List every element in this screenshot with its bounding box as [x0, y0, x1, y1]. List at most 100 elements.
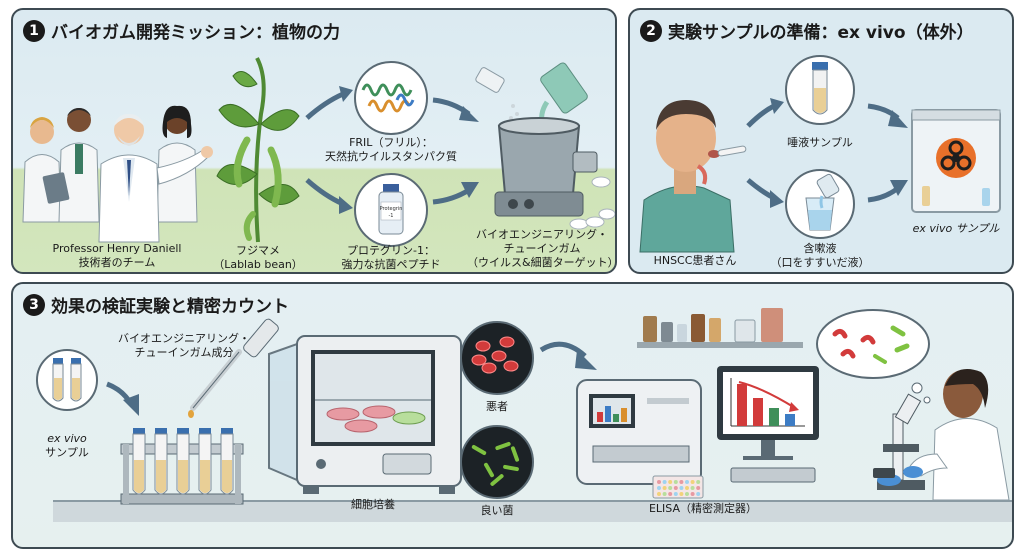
- plate-well: [679, 480, 684, 484]
- step-number-badge: 3: [23, 293, 45, 316]
- bad-bacterium: [499, 336, 515, 348]
- panel-title-text: 効果の検証実験と精密カウント: [51, 297, 289, 317]
- plate-well: [657, 492, 661, 496]
- plant-latin-name: （Lablab bean）: [213, 258, 303, 271]
- team-role: 技術者のチーム: [78, 256, 156, 269]
- plate-well: [662, 480, 667, 484]
- protegrin-caption: プロテグリン-1： 強力な抗菌ペプチド: [319, 244, 463, 272]
- plate-well: [673, 486, 678, 490]
- panel-sample-preparation: 2 実験サンプルの準備：ex vivo（体外） HNSCC患者さん 唾液サンプル…: [628, 8, 1014, 274]
- tube-cap: [199, 428, 211, 434]
- scientists-team-illustration: [22, 105, 213, 243]
- biohazard-icon: [940, 140, 972, 171]
- plate-well: [668, 480, 673, 484]
- panel-title: 3 効果の検証実験と精密カウント: [23, 292, 289, 317]
- gum-mixer-illustration: [475, 62, 615, 230]
- team-name: Professor Henry Daniell: [52, 242, 182, 255]
- vial-label-line2: -1: [389, 213, 394, 219]
- patient-caption: HNSCC患者さん: [653, 254, 737, 267]
- technician-figure: [873, 369, 1010, 501]
- saliva-caption: 唾液サンプル: [787, 136, 853, 149]
- exvivo-tubes-title: ex vivo: [47, 432, 87, 445]
- pipette-icon: [188, 318, 279, 418]
- plant-name: フジマメ: [236, 244, 280, 257]
- bad-bacteria-group: [471, 336, 519, 374]
- arrow-tubes-to-rack: [106, 381, 139, 416]
- plate-well: [685, 492, 689, 496]
- plate-well: [696, 486, 701, 490]
- bad-bacterium: [471, 354, 487, 366]
- rinse-name: 含嗽液: [803, 242, 837, 255]
- step-number-badge: 1: [23, 19, 45, 42]
- panel-title: 1 バイオガム開発ミッション：植物の力: [23, 18, 340, 43]
- plate-well: [668, 486, 673, 490]
- tube-liquid: [222, 460, 232, 493]
- component-name-line2: チューインガム成分: [134, 346, 234, 359]
- bad-bacterium: [475, 340, 491, 352]
- fril-protein-illustration: [354, 61, 428, 135]
- arrow-patient-to-saliva: [746, 98, 784, 128]
- bad-bacterium: [481, 362, 497, 374]
- lab-technician-illustration: [816, 309, 1010, 501]
- good-bacterium: [471, 445, 487, 455]
- lablab-bean-plant-illustration: [216, 57, 300, 243]
- tube-cap: [177, 428, 189, 434]
- plate-well: [679, 492, 684, 496]
- component-name-line1: バイオエンジニアリング・: [118, 332, 250, 345]
- plate-well: [696, 492, 701, 496]
- arrow-rinse-to-bag: [867, 180, 908, 203]
- panel-title-text: 実験サンプルの準備：ex vivo（体外）: [668, 23, 974, 43]
- gum-target: （ウイルス&細菌ターゲット）: [467, 256, 617, 269]
- exvivo-tubes-illustration: [36, 349, 98, 411]
- fril-name: FRIL（フリル）：: [349, 136, 433, 149]
- elisa-reader-illustration: [576, 379, 704, 499]
- fril-caption: FRIL（フリル）： 天然抗ウイルスタンパク質: [319, 136, 463, 164]
- patient-illustration: [639, 100, 747, 253]
- rinse-caption: 含嗽液 （口をすすいだ液）: [764, 242, 876, 270]
- tube-cap: [133, 428, 145, 434]
- plate-well: [657, 486, 661, 490]
- biohazard-bag-illustration: [911, 109, 1001, 213]
- vial-label-line1: Protegrin: [380, 206, 403, 212]
- component-caption: バイオエンジニアリング・ チューインガム成分: [109, 332, 259, 360]
- rinse-cup-illustration: [785, 169, 855, 239]
- plate-well: [657, 480, 661, 484]
- test-tube-rack-illustration: [120, 428, 244, 505]
- good-bacteria-caption: 良い菌: [480, 504, 514, 517]
- plate-well: [685, 486, 689, 490]
- plate-well: [662, 486, 667, 490]
- good-bacterium: [484, 462, 495, 478]
- fril-description: 天然抗ウイルスタンパク質: [325, 150, 457, 163]
- tube-cap: [221, 428, 233, 434]
- microplate-wells: [657, 480, 701, 496]
- tube-cap: [155, 428, 167, 434]
- rinse-description: （口をすすいだ液）: [770, 256, 870, 269]
- elisa-caption: ELISA（精密測定器）: [648, 502, 758, 515]
- step-number-badge: 2: [640, 19, 662, 42]
- plate-well: [696, 480, 701, 484]
- good-bacterium: [503, 464, 519, 472]
- gum-name-line2: チューインガム: [503, 242, 581, 255]
- plate-well: [673, 492, 678, 496]
- bad-bacteria-caption: 悪者: [486, 400, 508, 413]
- rack-tubes: [132, 428, 234, 495]
- plate-well: [685, 480, 689, 484]
- bad-bacterium: [503, 360, 519, 372]
- plate-well: [690, 492, 695, 496]
- good-bacterium: [510, 446, 520, 462]
- tube-liquid: [134, 460, 144, 493]
- panel-biogum-mission: 1 バイオガム開発ミッション：植物の力: [11, 8, 617, 274]
- tube-liquid: [178, 460, 188, 493]
- good-bacteria-group: [471, 441, 520, 486]
- arrow-bacteria-to-elisa: [539, 341, 597, 370]
- good-bacterium: [490, 474, 504, 486]
- lab-bench: [53, 500, 1012, 522]
- team-caption: Professor Henry Daniell 技術者のチーム: [35, 242, 199, 270]
- incubator-illustration: [268, 335, 462, 494]
- reagent-shelf-illustration: [637, 308, 803, 348]
- professor-figure: [98, 114, 213, 243]
- plate-well: [679, 486, 684, 490]
- protegrin-vial-illustration: Protegrin -1: [354, 173, 428, 247]
- thought-bubble: [816, 309, 931, 404]
- liquid-bottle-icon: [539, 62, 588, 127]
